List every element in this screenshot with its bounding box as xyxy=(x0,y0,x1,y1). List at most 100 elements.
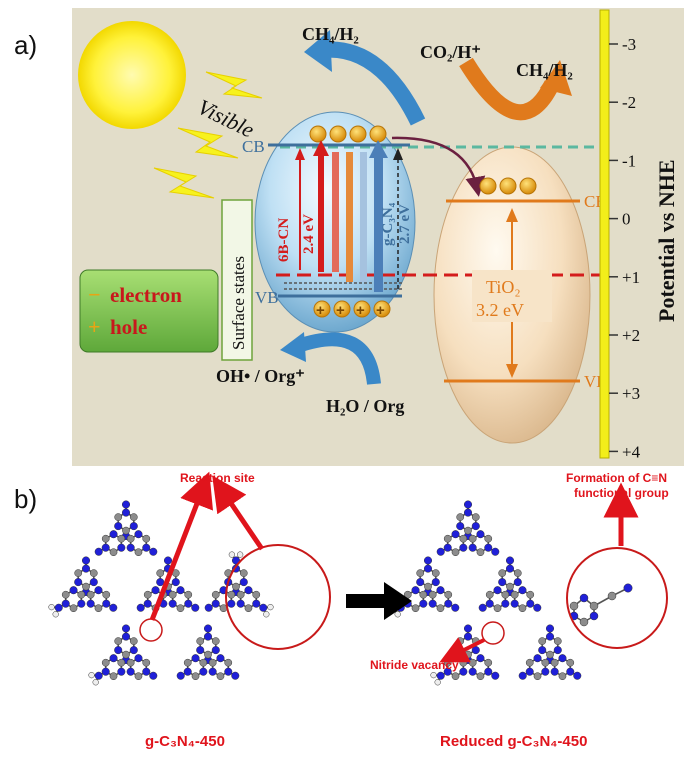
atom-group xyxy=(176,624,240,681)
carbon-atom xyxy=(506,582,514,591)
nitrogen-atom xyxy=(491,547,500,556)
nitrogen-atom xyxy=(252,599,261,608)
carbon-atom xyxy=(196,637,205,645)
nitrogen-atom xyxy=(423,556,433,565)
nitrogen-atom xyxy=(451,603,460,612)
carbon-atom xyxy=(122,650,130,659)
nitrogen-atom xyxy=(74,578,83,587)
carbon-atom xyxy=(456,513,465,521)
nitrogen-atom xyxy=(550,667,559,676)
panel-a-label: a) xyxy=(14,30,38,60)
nitrogen-atom xyxy=(134,530,143,539)
nitrogen-atom xyxy=(129,646,138,655)
reaction-site-label: Reaction site xyxy=(180,471,255,485)
nitrogen-atom xyxy=(211,646,220,655)
atom-group xyxy=(436,500,500,557)
formation-circle xyxy=(566,547,668,649)
atom-group xyxy=(94,500,158,557)
carbon-atom xyxy=(102,590,111,599)
nitrogen-atom xyxy=(109,654,118,663)
nitrogen-atom xyxy=(191,654,200,663)
carbon-atom xyxy=(252,590,261,599)
carbon-atom xyxy=(101,658,110,667)
vacancy-label: Nitride vacancy xyxy=(370,658,459,672)
reactant-top: CO₂/H⁺ xyxy=(420,42,481,62)
nitrogen-atom xyxy=(498,578,507,587)
nitrogen-atom xyxy=(163,556,173,565)
carbon-atom xyxy=(77,590,86,599)
hydrogen-atom xyxy=(394,611,401,618)
nitrogen-atom xyxy=(505,564,515,573)
nitrogen-atom xyxy=(538,646,547,655)
carbon-atom xyxy=(459,658,468,667)
svg-text:+: + xyxy=(376,302,385,319)
carbon-atom xyxy=(204,650,212,659)
nitrogen-atom xyxy=(142,543,151,552)
nitrogen-atom xyxy=(149,547,158,556)
carbon-atom xyxy=(501,590,510,599)
nitrogen-atom xyxy=(184,599,193,608)
carbon-atom xyxy=(86,590,95,599)
hydrogen-atom xyxy=(52,611,59,618)
carbon-atom xyxy=(69,604,78,613)
nitrogen-atom xyxy=(501,599,510,608)
legend-box xyxy=(79,269,219,353)
nitrogen-atom xyxy=(134,654,143,663)
nitrogen-atom xyxy=(176,586,185,595)
potential-axis-bar xyxy=(599,9,610,459)
carbon-atom xyxy=(184,590,193,599)
nitrogen-atom xyxy=(121,632,131,641)
nitrogen-atom xyxy=(114,522,123,531)
axis-tick-label: +3 xyxy=(622,384,640,403)
nitrogen-atom xyxy=(102,599,111,608)
carbon-atom xyxy=(456,637,465,645)
tio2-value: 3.2 eV xyxy=(476,300,524,320)
right-cb-electrons xyxy=(479,177,537,195)
nitrogen-atom xyxy=(259,603,268,612)
nitrogen-atom xyxy=(231,671,240,680)
carbon-atom xyxy=(416,569,425,577)
excitation-arrows xyxy=(295,140,403,292)
nitrogen-atom xyxy=(81,556,91,565)
nitrogen-atom xyxy=(196,646,205,655)
nitrogen-atom xyxy=(227,599,236,608)
nitrogen-atom xyxy=(121,624,131,633)
nitrogen-atom xyxy=(545,632,555,641)
carbon-atom xyxy=(244,604,253,613)
tio2-name: TiO₂ xyxy=(486,277,521,297)
nitrogen-atom xyxy=(485,599,494,608)
nitrogen-atom xyxy=(491,671,500,680)
nitrogen-atom xyxy=(411,586,420,595)
left-cb-electrons xyxy=(309,125,387,143)
nitrogen-atom xyxy=(463,500,473,509)
carbon-atom xyxy=(484,658,493,667)
nitrogen-atom xyxy=(471,522,480,531)
nitrogen-atom xyxy=(208,667,217,676)
carbon-atom xyxy=(541,658,550,667)
legend-electron: electron xyxy=(110,283,182,307)
carbon-atom xyxy=(468,658,477,667)
carbon-atom xyxy=(183,658,192,667)
nitrogen-atom xyxy=(493,586,502,595)
nitrogen-atom xyxy=(109,530,118,539)
carbon-atom xyxy=(566,658,575,667)
gap-gcn-name: g-C₃N₄ xyxy=(380,202,396,246)
carbon-atom xyxy=(134,672,143,681)
vacancy-circle xyxy=(481,621,505,645)
carbon-atom xyxy=(74,569,83,577)
nitrogen-atom xyxy=(204,603,213,612)
nitrogen-atom xyxy=(436,547,445,556)
surface-states-box xyxy=(221,199,253,361)
panel-b-label: b) xyxy=(14,484,38,514)
nitrogen-atom xyxy=(239,578,248,587)
carbon-atom xyxy=(436,604,445,613)
nitrogen-atom xyxy=(484,667,493,676)
reaction-site-circle-large xyxy=(225,544,331,650)
carbon-atom xyxy=(451,672,460,681)
carbon-atom xyxy=(156,569,165,577)
nitrogen-atom xyxy=(203,624,213,633)
carbon-atom xyxy=(109,672,118,681)
carbon-atom xyxy=(464,526,472,535)
nitrogen-atom xyxy=(101,667,110,676)
nitrogen-atom xyxy=(478,603,487,612)
